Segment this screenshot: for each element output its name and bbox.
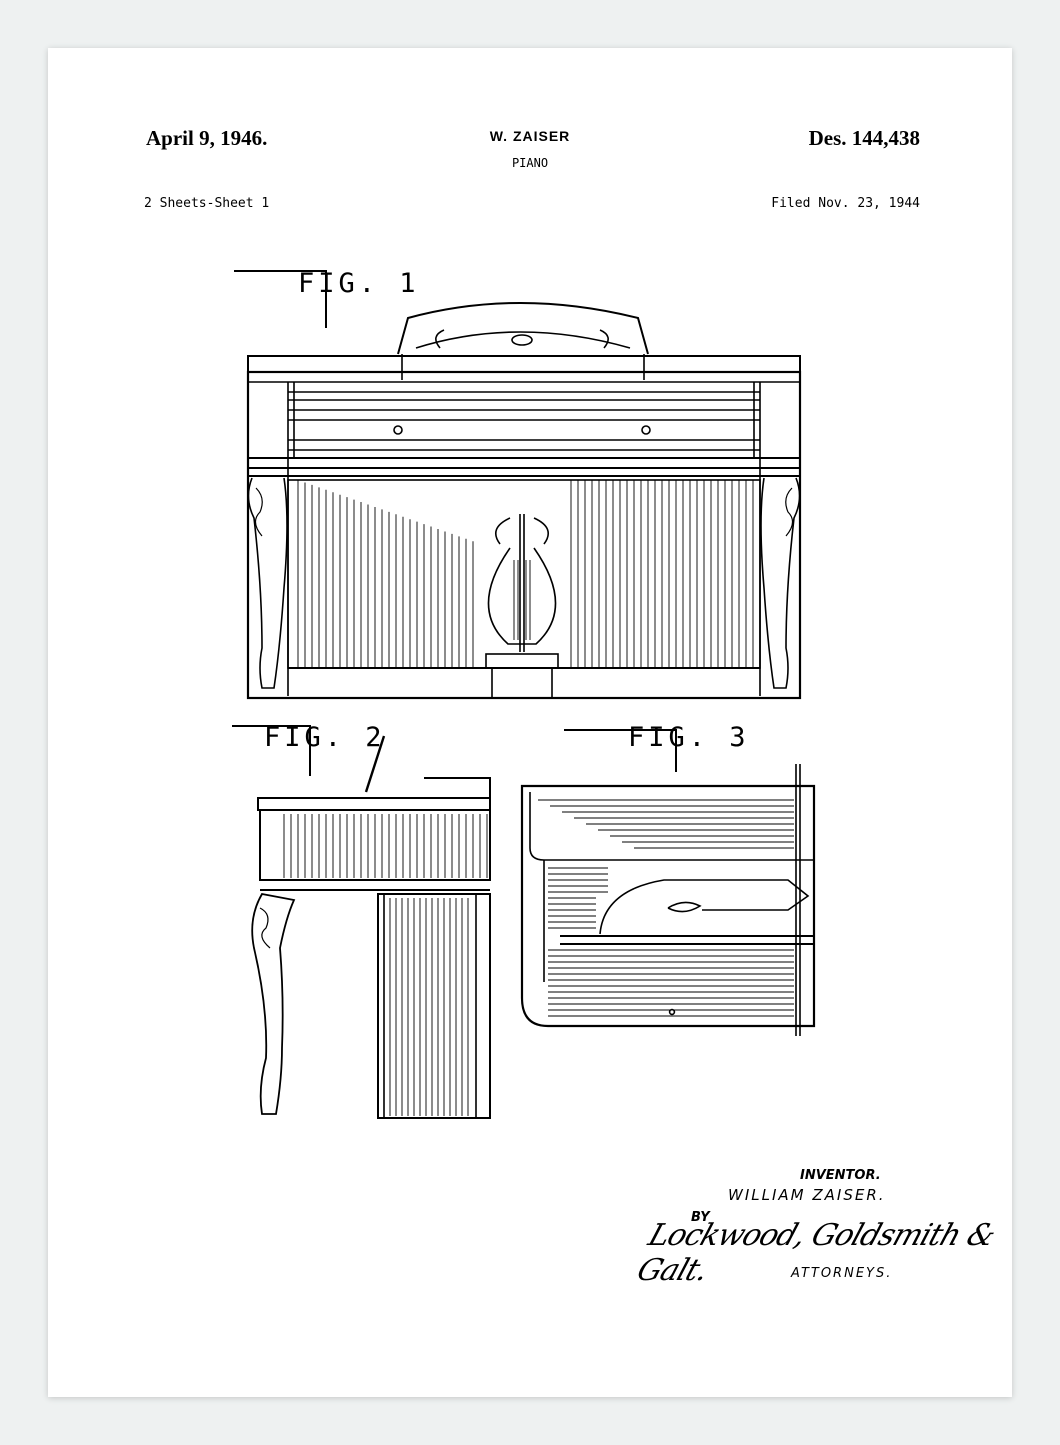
fig-2-label: FIG. 2 bbox=[264, 722, 386, 753]
attorneys-label: ATTORNEYS. bbox=[791, 1266, 893, 1281]
sheet-count: 2 Sheets-Sheet 1 bbox=[144, 196, 270, 211]
inventor-label: INVENTOR. bbox=[800, 1168, 881, 1183]
fig-1-label: FIG. 1 bbox=[298, 268, 420, 299]
patent-number: Des. 144,438 bbox=[808, 126, 920, 150]
patent-title: PIANO bbox=[511, 156, 549, 170]
by-label: BY bbox=[691, 1210, 710, 1225]
piano-top-view-drawing bbox=[520, 729, 816, 1036]
piano-side-view-drawing bbox=[232, 725, 491, 1119]
piano-front-view-drawing bbox=[234, 270, 802, 700]
inventor-signature-name: WILLIAM ZAISER. bbox=[728, 1186, 886, 1204]
patent-date: April 9, 1946. bbox=[146, 126, 268, 150]
patent-sheet: April 9, 1946. W. ZAISER PIANO Des. 144,… bbox=[48, 48, 1012, 1397]
filed-date: Filed Nov. 23, 1944 bbox=[771, 196, 920, 211]
inventor-header: W. ZAISER bbox=[489, 128, 571, 144]
fig-3-label: FIG. 3 bbox=[628, 722, 750, 753]
